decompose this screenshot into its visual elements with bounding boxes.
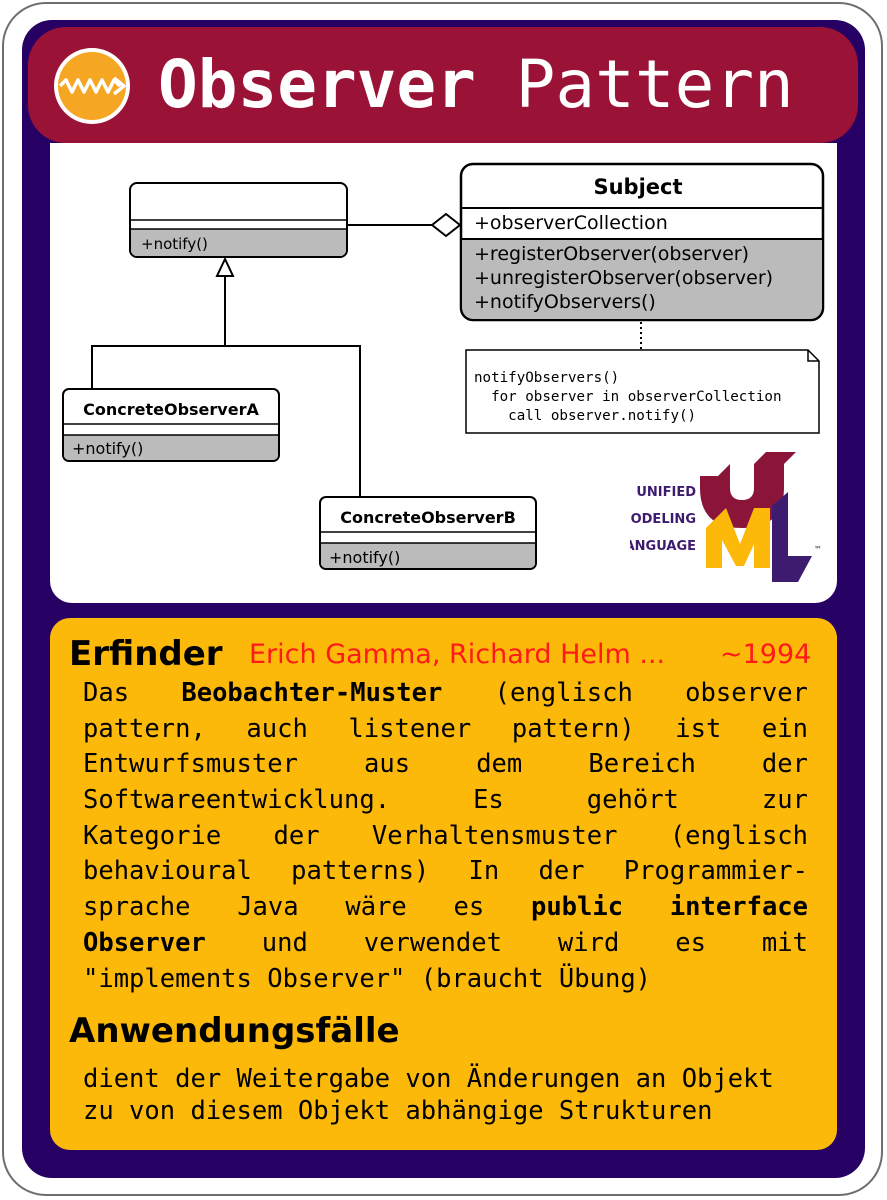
connector-lines bbox=[91, 224, 432, 497]
title-bold: Observer bbox=[158, 46, 476, 123]
description-line: Softwareentwicklung. Es gehört zur bbox=[83, 783, 808, 819]
description-text: Entwurfsmuster aus dem Bereich der bbox=[83, 749, 808, 780]
uml-logo-tm: ™ bbox=[814, 545, 822, 554]
subject-name: Subject bbox=[593, 175, 682, 199]
concrete-b-name: ConcreteObserverB bbox=[340, 508, 516, 527]
description-text: Kategorie der Verhaltensmuster (englisch bbox=[83, 820, 808, 851]
subject-method-unregister: +unregisterObserver(observer) bbox=[474, 267, 773, 289]
page-title: Observer Pattern bbox=[158, 45, 794, 125]
uml-letter-m bbox=[706, 508, 770, 568]
description-bold-text: Observer bbox=[83, 927, 206, 958]
description-line: "implements Observer" (braucht Übung) bbox=[83, 962, 808, 998]
inventor-heading: Erfinder bbox=[69, 634, 223, 674]
description-line: sprache Java wäre es public interface bbox=[83, 890, 808, 926]
usage-heading: Anwendungsfälle bbox=[69, 1011, 400, 1051]
note-line-3: call observer.notify() bbox=[474, 408, 696, 424]
title-regular: Pattern bbox=[515, 46, 794, 123]
description-bold-text: public interface bbox=[530, 892, 808, 923]
uml-logo-line-2: MODELING bbox=[630, 512, 696, 527]
uml-logo: UNIFIED MODELING LANGUAGE ™ bbox=[630, 452, 822, 582]
subject-method-register: +registerObserver(observer) bbox=[474, 243, 749, 265]
concrete-a-method: +notify() bbox=[72, 439, 143, 458]
description-line: Entwurfsmuster aus dem Bereich der bbox=[83, 747, 808, 783]
description-text: und verwendet wird es mit bbox=[205, 927, 808, 958]
inventor-names: Erich Gamma, Richard Helm ... bbox=[249, 639, 666, 670]
description-line: Das Beobachter-Muster (englisch observer bbox=[83, 676, 808, 712]
description-text: sprache Java wäre es bbox=[83, 892, 531, 923]
description-text: pattern, auch listener pattern) ist ein bbox=[83, 713, 808, 744]
description-bold-text: Beobachter-Muster bbox=[181, 678, 443, 708]
usage-text: dient der Weitergabe von Änderungen an O… bbox=[83, 1063, 808, 1127]
note: notifyObservers() for observer in observ… bbox=[465, 349, 820, 434]
uml-logo-line-3: LANGUAGE bbox=[630, 539, 696, 554]
aggregation-diamond bbox=[430, 212, 462, 238]
inventor-year: ~1994 bbox=[720, 639, 812, 670]
uml-logo-line-1: UNIFIED bbox=[636, 485, 696, 500]
description-line: behavioural patterns) In der Programmier… bbox=[83, 854, 808, 890]
description-line: Kategorie der Verhaltensmuster (englisch bbox=[83, 819, 808, 855]
observer-method: +notify() bbox=[141, 235, 208, 253]
info-area bbox=[50, 618, 837, 1150]
uml-diagram: +notify() Subject +observerCollection +r… bbox=[62, 162, 825, 570]
description-text: (englisch observer bbox=[442, 678, 808, 708]
description: Das Beobachter-Muster (englisch observer… bbox=[83, 676, 808, 997]
description-text: behavioural patterns) In der Programmier… bbox=[83, 856, 808, 887]
concrete-b-method: +notify() bbox=[329, 548, 400, 567]
note-line-2: for observer in observerCollection bbox=[474, 389, 782, 405]
diagram-area: +notify() Subject +observerCollection +r… bbox=[50, 143, 837, 603]
note-line-1: notifyObservers() bbox=[474, 370, 619, 386]
description-line: pattern, auch listener pattern) ist ein bbox=[83, 712, 808, 748]
usage-line-1: dient der Weitergabe von Änderungen an O… bbox=[83, 1064, 774, 1094]
description-text: "implements Observer" (braucht Übung) bbox=[83, 963, 652, 994]
subject-method-notify: +notifyObservers() bbox=[474, 291, 656, 313]
observer-class: +notify() bbox=[129, 182, 348, 258]
description-line: Observer und verwendet wird es mit bbox=[83, 926, 808, 962]
concrete-observer-a: ConcreteObserverA +notify() bbox=[62, 388, 280, 462]
subject-attribute: +observerCollection bbox=[474, 212, 668, 234]
concrete-observer-b: ConcreteObserverB +notify() bbox=[319, 496, 537, 570]
uml-letter-l bbox=[772, 492, 812, 582]
usage-line-2: zu von diesem Objekt abhängige Strukture… bbox=[83, 1096, 713, 1126]
description-text: Softwareentwicklung. Es gehört zur bbox=[83, 785, 808, 816]
description-text: Das bbox=[83, 678, 182, 708]
subject-class: Subject +observerCollection +registerObs… bbox=[459, 162, 825, 322]
inheritance-arrow bbox=[215, 256, 235, 277]
pattern-logo-icon bbox=[54, 48, 130, 124]
concrete-a-name: ConcreteObserverA bbox=[83, 400, 259, 419]
title-bar bbox=[28, 27, 858, 143]
